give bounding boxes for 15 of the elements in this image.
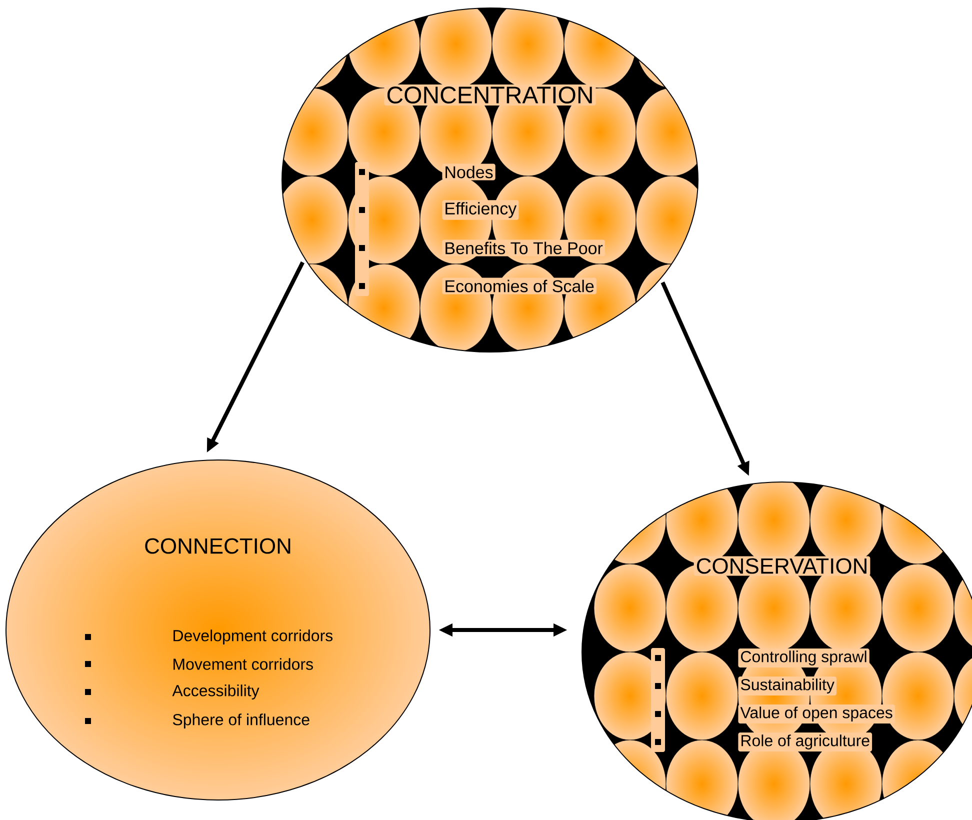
bullet-item: Accessibility (85, 684, 260, 700)
bullet-item: Development corridors (85, 630, 333, 644)
bullet-item: Value of open spaces (655, 704, 895, 724)
bullet-item: Sphere of influence (85, 714, 310, 728)
bullet-item: Nodes (359, 164, 496, 180)
heading: CONCENTRATION (384, 84, 596, 106)
bullet-item: Controlling sprawl (655, 648, 870, 668)
bullet-item: Movement corridors (85, 658, 313, 670)
heading: CONNECTION (145, 538, 290, 554)
bullet-item: Efficiency (359, 200, 519, 220)
bullet-item: Economies of Scale (359, 278, 596, 294)
bullet-item: Benefits To The Poor (359, 240, 605, 256)
bullet-item: Sustainability (655, 676, 836, 696)
heading: CONSERVATION (694, 556, 870, 576)
bullet-item: Role of agriculture (655, 732, 872, 752)
